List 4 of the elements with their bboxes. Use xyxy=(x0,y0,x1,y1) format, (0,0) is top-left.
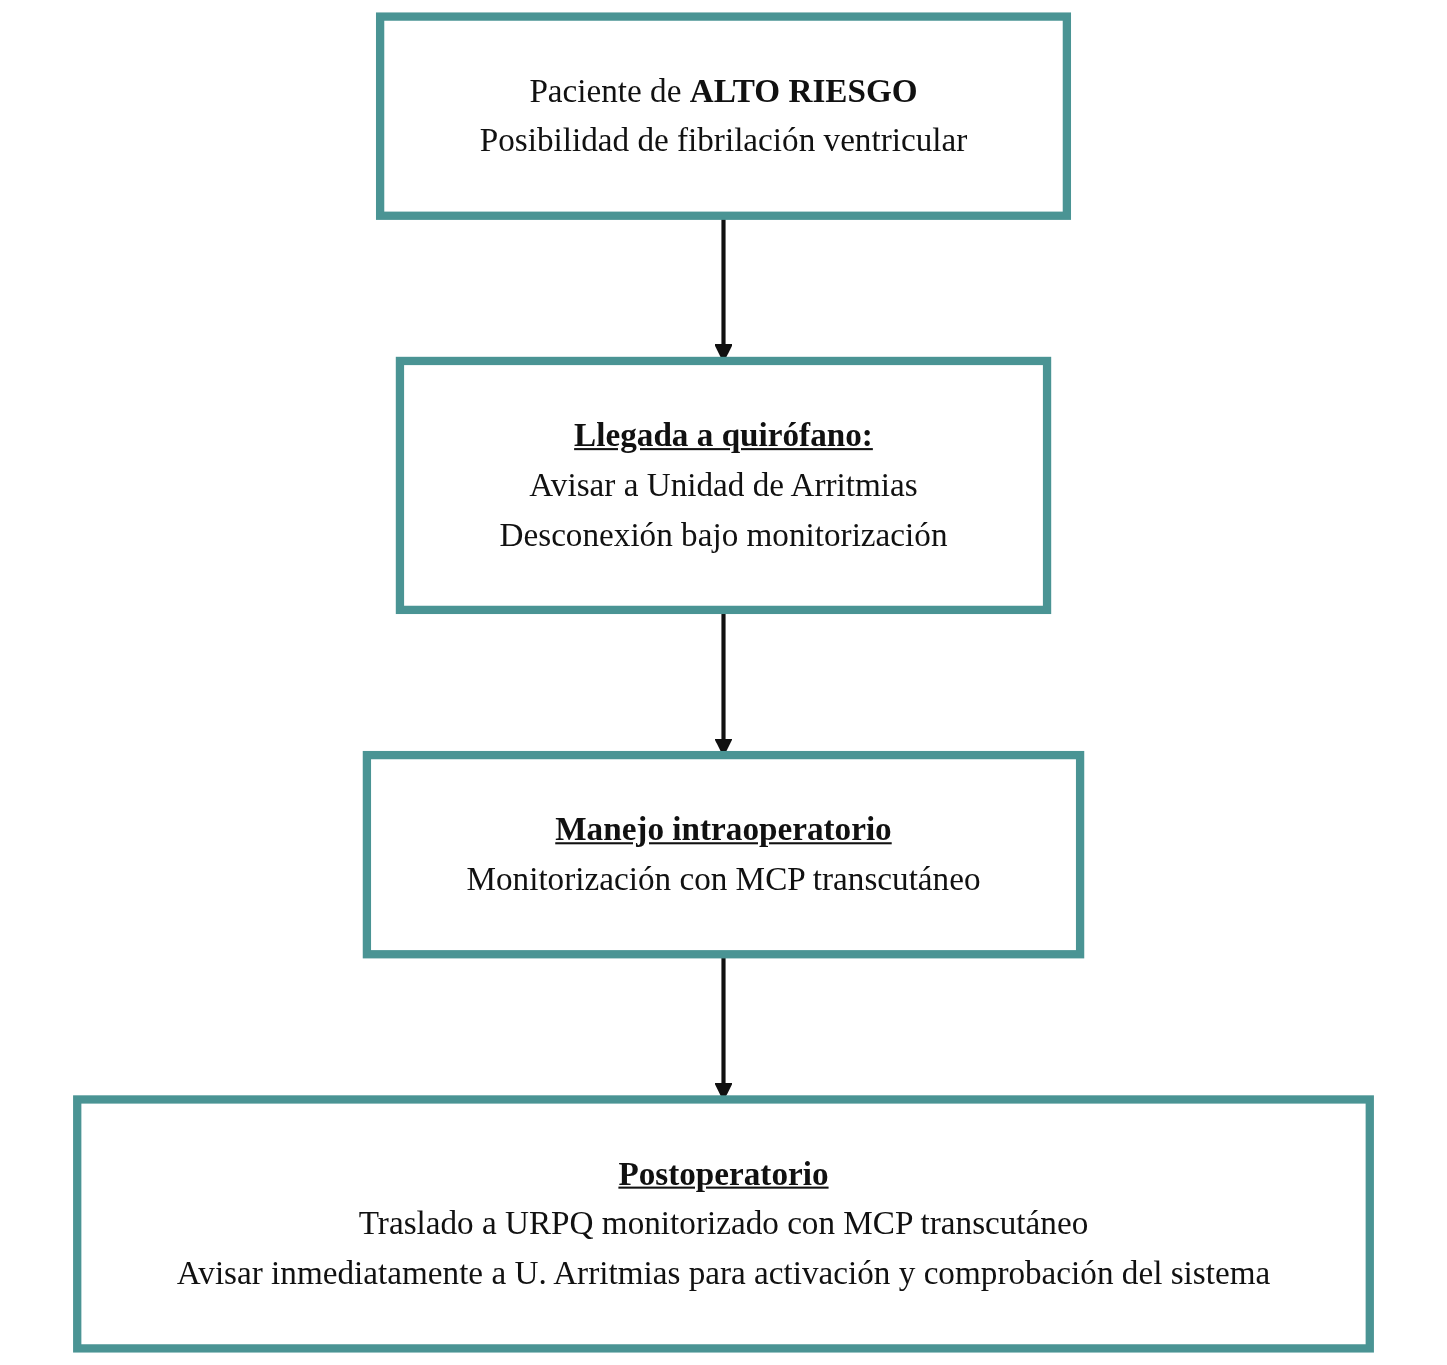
node-box: Paciente de ALTO RIESGO Posibilidad de fibrilación ventricular xyxy=(376,12,1071,220)
node-box: Manejo intraoperatorio Monitorización con MCP transcutáneo xyxy=(362,750,1085,959)
node-box: Postoperatorio Traslado a URPQ monitorizado con MCP transcutáneo Avisar inmediatamente a U. Arritmias para activación y comprobación del sistema xyxy=(73,1095,1374,1353)
node-box: Llegada a quirófano: Avisar a Unidad de Arritmias Desconexión bajo monitorización xyxy=(395,356,1052,615)
